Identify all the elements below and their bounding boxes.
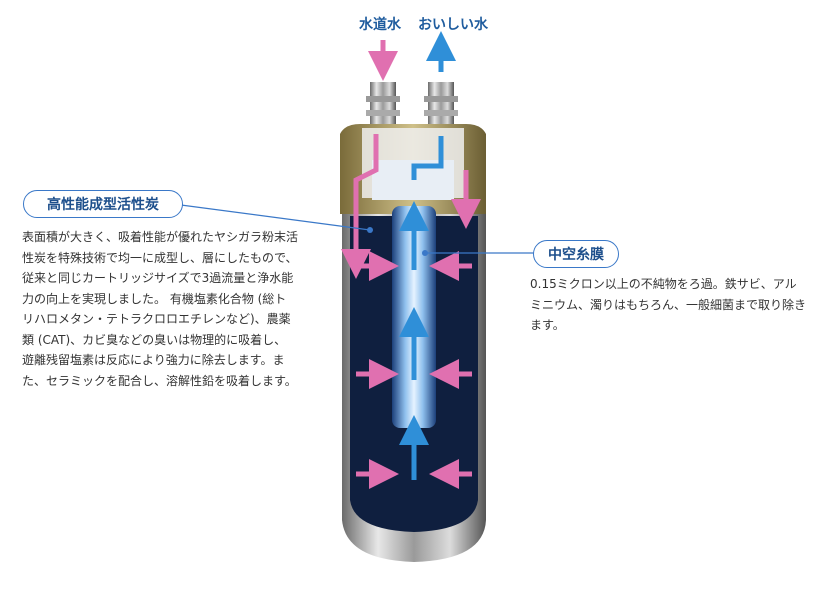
hollow-fiber-description: 0.15ミクロン以上の不純物をろ過。鉄サビ、アルミニウム、濁りはもちろん、一般細… [530,277,807,332]
purified-flow-arrows [399,136,444,480]
carbon-leader-dot [367,227,373,233]
inflow-path-left [341,134,379,279]
tap-water-label: 水道水 [359,17,401,33]
tasty-water-label: おいしい水 [418,17,488,33]
activated-carbon-title: 高性能成型活性炭 [23,190,183,218]
carbon-leader-line [180,204,371,231]
activated-carbon-description: 表面積が大きく、吸着性能が優れたヤシガラ粉末活性炭を特殊技術で均一に成型し、層に… [22,230,299,388]
hollow-fiber-title: 中空糸膜 [533,240,619,268]
fiber-leader-dot [422,250,428,256]
inward-flow-arrows [356,251,472,489]
